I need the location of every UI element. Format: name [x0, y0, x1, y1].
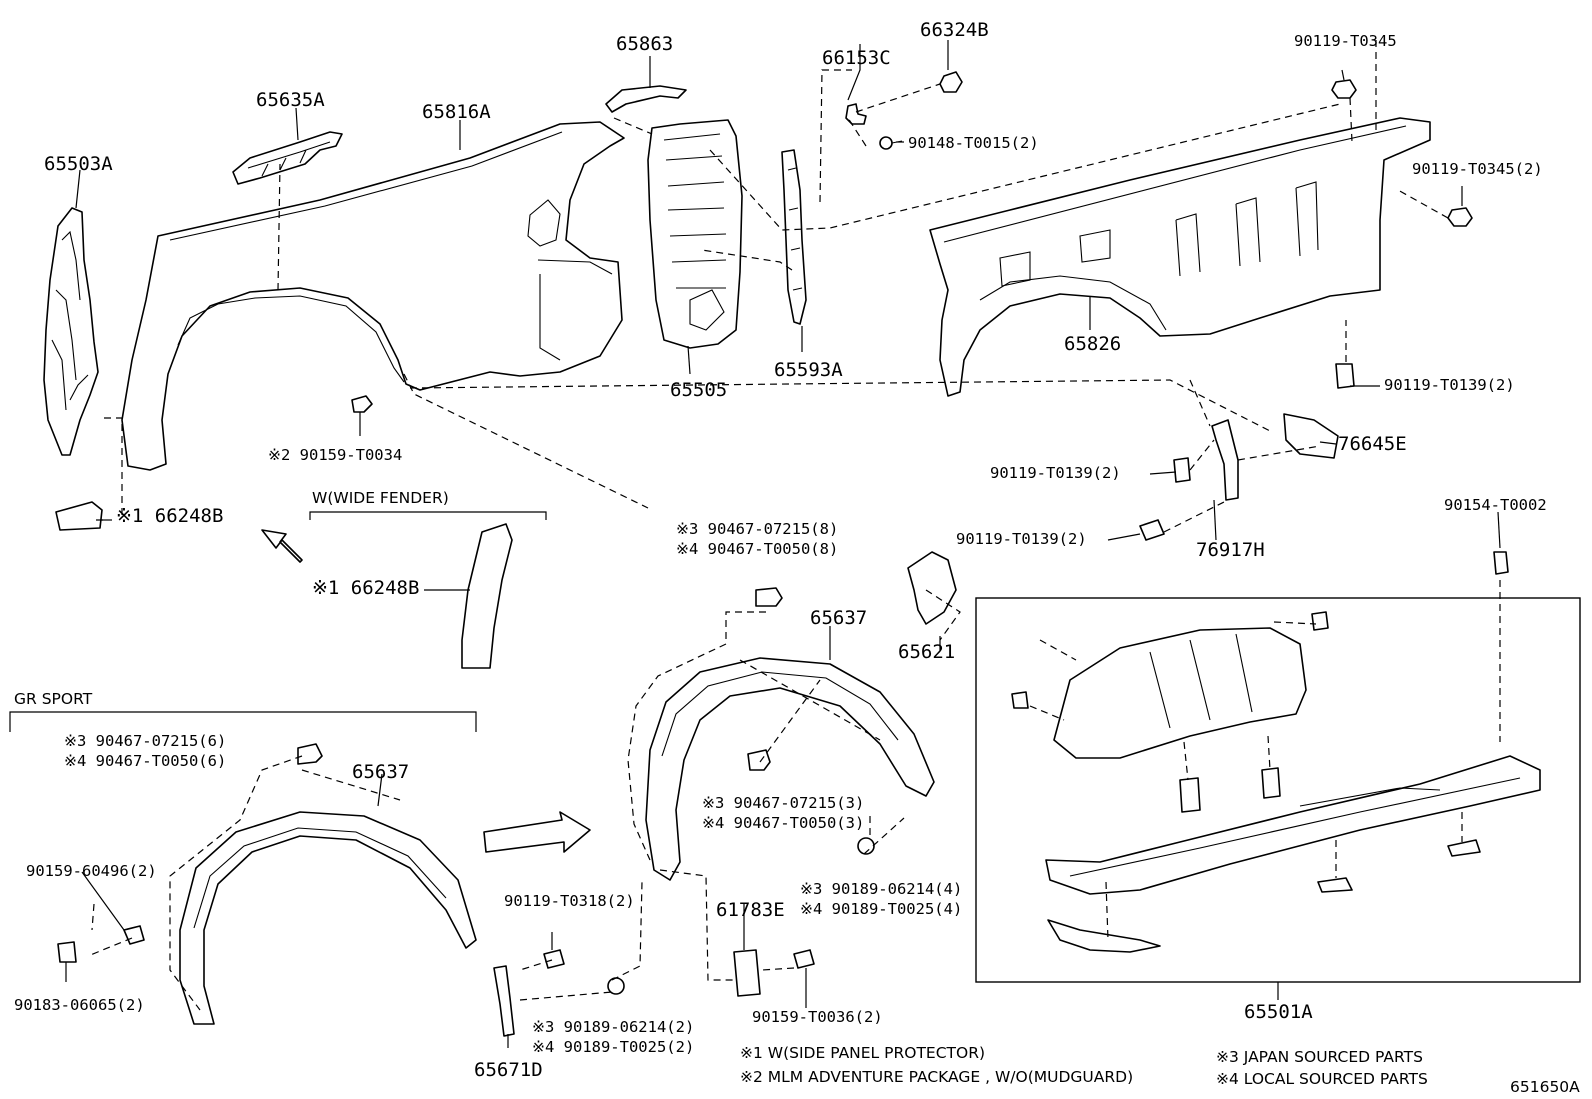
label-65637-a[interactable]: 65637: [810, 607, 867, 629]
bolt-90119-T0345-top[interactable]: [1331, 79, 1357, 99]
label-65637-b[interactable]: 65637: [352, 761, 409, 783]
gr-sport-bracket: [9, 711, 477, 732]
part-65501A-drawing[interactable]: [1011, 611, 1541, 953]
clip-90467-center-low[interactable]: [747, 749, 771, 771]
label-65863[interactable]: 65863: [616, 33, 673, 55]
label-61783E[interactable]: 61783E: [716, 899, 785, 921]
label-90467-T0050-8[interactable]: ※4 90467-T0050(8): [676, 540, 838, 558]
label-65593A[interactable]: 65593A: [774, 359, 843, 381]
label-65505[interactable]: 65505: [670, 379, 727, 401]
bolt-90119-T0345-side[interactable]: [1447, 207, 1473, 227]
clip-90467-gr[interactable]: [297, 743, 323, 765]
part-76917H-drawing[interactable]: [1211, 419, 1239, 501]
part-65863-drawing[interactable]: [605, 85, 687, 113]
part-65593A-drawing[interactable]: [781, 149, 807, 325]
bolt-90119-T0139-low[interactable]: [1139, 519, 1165, 541]
label-90119-T0318[interactable]: 90119-T0318(2): [504, 892, 635, 910]
label-90467-07215-3[interactable]: ※3 90467-07215(3): [702, 794, 864, 812]
label-90189-T0025-2[interactable]: ※4 90189-T0025(2): [532, 1038, 694, 1056]
label-65621[interactable]: 65621: [898, 641, 955, 663]
label-90119-T0345[interactable]: 90119-T0345: [1294, 32, 1397, 50]
part-65621-drawing[interactable]: [907, 551, 957, 625]
part-65826-drawing[interactable]: [929, 117, 1431, 397]
label-76917H[interactable]: 76917H: [1196, 539, 1265, 561]
label-90189-06214-4[interactable]: ※3 90189-06214(4): [800, 880, 962, 898]
solid-leaders: [65, 40, 1501, 1048]
part-65637-gr-drawing[interactable]: [179, 811, 477, 1025]
part-65635A-drawing[interactable]: [232, 131, 343, 185]
bolt-90159-60496[interactable]: [123, 925, 145, 945]
bolt-90159-T0036[interactable]: [793, 949, 815, 969]
footnote-1: ※1 W(SIDE PANEL PROTECTOR): [740, 1044, 985, 1062]
diagram-id: 651650A: [1510, 1078, 1580, 1096]
label-65503A[interactable]: 65503A: [44, 153, 113, 175]
bolt-90119-T0139-right[interactable]: [1335, 363, 1355, 389]
bolt-90154-T0002[interactable]: [1493, 551, 1509, 575]
label-65635A[interactable]: 65635A: [256, 89, 325, 111]
label-90159-T0036[interactable]: 90159-T0036(2): [752, 1008, 883, 1026]
labels: 65503A 65635A 65816A 65863 66153C 66324B…: [14, 19, 1547, 1081]
arrow-gr-to-center: [483, 811, 591, 853]
label-90159-60496[interactable]: 90159-60496(2): [26, 862, 157, 880]
footnote-4: ※4 LOCAL SOURCED PARTS: [1216, 1070, 1428, 1088]
label-90467-T0050-6[interactable]: ※4 90467-T0050(6): [64, 752, 226, 770]
part-65671D-drawing[interactable]: [493, 965, 515, 1037]
label-90119-T0139-2a[interactable]: 90119-T0139(2): [1384, 376, 1515, 394]
part-65637-center-drawing[interactable]: [645, 657, 935, 881]
label-66324B[interactable]: 66324B: [920, 19, 989, 41]
part-66153C-drawing[interactable]: [845, 103, 867, 125]
part-65503A-drawing[interactable]: [43, 207, 99, 456]
label-90119-T0139-2b[interactable]: 90119-T0139(2): [990, 464, 1121, 482]
label-gr-sport: GR SPORT: [14, 690, 93, 708]
part-65816A-drawing[interactable]: [121, 121, 625, 471]
wide-fender-bracket: [309, 511, 547, 520]
label-76645E[interactable]: 76645E: [1338, 433, 1407, 455]
part-61783E-drawing[interactable]: [733, 949, 761, 997]
label-wide-fender: W(WIDE FENDER): [312, 489, 449, 507]
label-90189-06214-2[interactable]: ※3 90189-06214(2): [532, 1018, 694, 1036]
part-66248B-wide-drawing[interactable]: [461, 523, 513, 669]
leader-lines: [87, 40, 1501, 1011]
screw-90148-T0015[interactable]: [879, 136, 903, 150]
label-90154-T0002[interactable]: 90154-T0002: [1444, 496, 1547, 514]
part-76645E-drawing[interactable]: [1283, 413, 1339, 459]
screw-90159-T0034[interactable]: [351, 395, 373, 413]
part-66324B-drawing[interactable]: [939, 71, 963, 93]
label-66248B-b[interactable]: ※1 66248B: [312, 577, 419, 599]
footnote-3: ※3 JAPAN SOURCED PARTS: [1216, 1048, 1423, 1066]
nut-90183-06065[interactable]: [57, 941, 77, 963]
clip-90467-center[interactable]: [755, 587, 783, 607]
label-90467-07215-8[interactable]: ※3 90467-07215(8): [676, 520, 838, 538]
bolt-90119-T0318[interactable]: [543, 949, 565, 969]
label-66248B-a[interactable]: ※1 66248B: [116, 505, 223, 527]
label-90119-T0139-2c[interactable]: 90119-T0139(2): [956, 530, 1087, 548]
label-90183-06065[interactable]: 90183-06065(2): [14, 996, 145, 1014]
label-65826[interactable]: 65826: [1064, 333, 1121, 355]
label-65671D[interactable]: 65671D: [474, 1059, 543, 1081]
nut-90189-06214-4[interactable]: [857, 837, 875, 855]
part-66248B-small-drawing[interactable]: [55, 501, 103, 531]
part-65505-drawing[interactable]: [647, 119, 743, 349]
label-90148-T0015[interactable]: 90148-T0015(2): [908, 134, 1039, 152]
label-90119-T0345-2[interactable]: 90119-T0345(2): [1412, 160, 1543, 178]
arrow-to-66248B: [261, 529, 303, 563]
label-90159-T0034[interactable]: ※2 90159-T0034: [268, 446, 402, 464]
label-65816A[interactable]: 65816A: [422, 101, 491, 123]
bolt-90119-T0139-mid[interactable]: [1173, 457, 1191, 483]
label-90189-T0025-4[interactable]: ※4 90189-T0025(4): [800, 900, 962, 918]
footnotes: ※1 W(SIDE PANEL PROTECTOR) ※2 MLM ADVENT…: [740, 1044, 1580, 1096]
footnote-2: ※2 MLM ADVENTURE PACKAGE , W/O(MUDGUARD): [740, 1068, 1133, 1086]
label-90467-07215-6[interactable]: ※3 90467-07215(6): [64, 732, 226, 750]
label-65501A[interactable]: 65501A: [1244, 1001, 1313, 1023]
label-66153C[interactable]: 66153C: [822, 47, 891, 69]
label-90467-T0050-3[interactable]: ※4 90467-T0050(3): [702, 814, 864, 832]
